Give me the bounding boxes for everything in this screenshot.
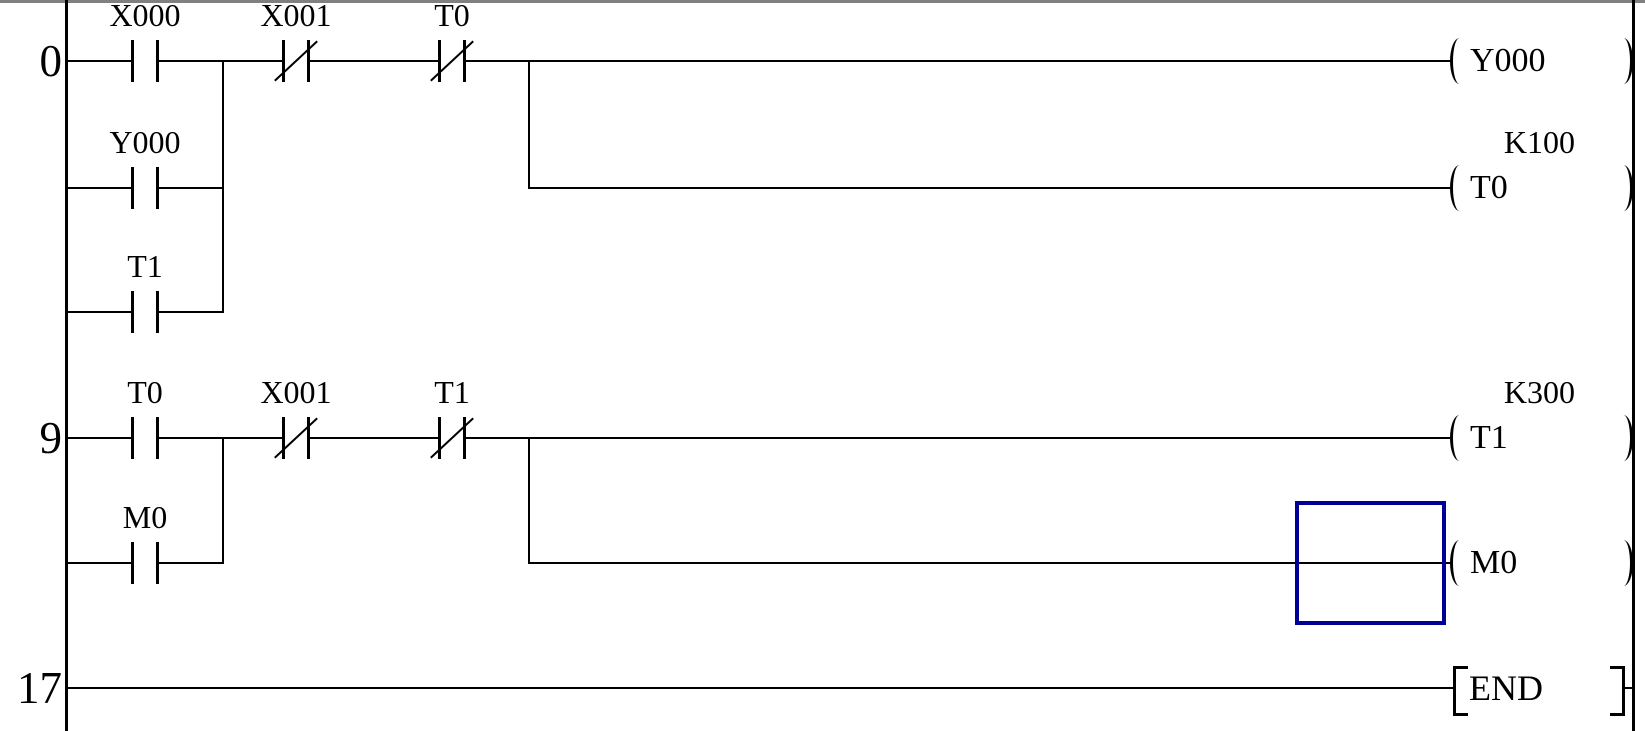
wire xyxy=(66,437,131,439)
coil-open-paren-icon xyxy=(1450,38,1469,84)
wire xyxy=(66,311,131,313)
right-power-rail xyxy=(1632,0,1635,731)
wire xyxy=(66,687,1453,689)
wire xyxy=(310,437,439,439)
selection-cursor[interactable] xyxy=(1295,501,1446,625)
step-number: 9 xyxy=(39,413,63,463)
wire xyxy=(159,437,283,439)
wire xyxy=(528,60,530,189)
contact-bar xyxy=(131,542,134,584)
contact-label: T1 xyxy=(434,374,470,410)
contact-x000[interactable]: X000 xyxy=(80,0,210,88)
coil-m0[interactable]: M0 xyxy=(1450,540,1633,586)
contact-label: X001 xyxy=(260,374,332,410)
contact-x001-2[interactable]: X001 xyxy=(231,375,361,465)
contact-bar xyxy=(307,40,310,82)
coil-label: T1 xyxy=(1470,419,1508,456)
coil-close-paren-icon xyxy=(1614,540,1633,586)
step-number: 17 xyxy=(17,663,62,713)
coil-open-paren-icon xyxy=(1450,415,1469,461)
wire xyxy=(222,437,224,564)
contact-label: T0 xyxy=(434,0,470,33)
wire xyxy=(466,60,1450,62)
coil-open-paren-icon xyxy=(1450,165,1469,211)
contact-bar xyxy=(131,40,134,82)
wire xyxy=(159,187,224,189)
step-number: 0 xyxy=(39,36,63,86)
wire xyxy=(159,562,224,564)
contact-bar xyxy=(282,40,285,82)
nc-slash-icon xyxy=(274,417,318,459)
contact-bar xyxy=(131,291,134,333)
contact-label: X001 xyxy=(260,0,332,33)
timer-preset: K100 xyxy=(1503,124,1575,160)
wire xyxy=(222,60,224,313)
coil-close-paren-icon xyxy=(1614,38,1633,84)
coil-close-paren-icon xyxy=(1614,165,1633,211)
contact-x001[interactable]: X001 xyxy=(231,0,361,88)
wire xyxy=(310,60,439,62)
timer-preset: K300 xyxy=(1503,374,1575,410)
contact-bar xyxy=(156,40,159,82)
wire xyxy=(528,437,530,564)
contact-bar xyxy=(131,167,134,209)
nc-slash-icon xyxy=(430,40,474,82)
contact-y000[interactable]: Y000 xyxy=(80,125,210,215)
contact-t1-2[interactable]: T1 xyxy=(387,375,517,465)
coil-t1[interactable]: T1 xyxy=(1450,415,1633,461)
coil-label: M0 xyxy=(1470,544,1518,581)
wire xyxy=(66,562,131,564)
nc-slash-icon xyxy=(274,40,318,82)
contact-bar xyxy=(156,167,159,209)
wire xyxy=(1625,687,1634,689)
end-instruction[interactable]: END xyxy=(1453,666,1625,716)
window-top-border xyxy=(0,0,1645,3)
contact-label: T0 xyxy=(127,374,163,410)
coil-label: T0 xyxy=(1470,169,1508,206)
close-bracket-icon xyxy=(1610,666,1625,716)
coil-y000[interactable]: Y000 xyxy=(1450,38,1633,84)
contact-m0[interactable]: M0 xyxy=(80,500,210,590)
contact-bar xyxy=(156,291,159,333)
contact-bar xyxy=(307,417,310,459)
contact-bar xyxy=(282,417,285,459)
contact-label: T1 xyxy=(127,248,163,284)
contact-bar xyxy=(438,417,441,459)
coil-t0[interactable]: T0 xyxy=(1450,165,1633,211)
wire xyxy=(159,60,283,62)
coil-label: Y000 xyxy=(1470,42,1546,79)
left-power-rail xyxy=(65,0,68,731)
wire xyxy=(66,60,131,62)
contact-label: X000 xyxy=(109,0,181,33)
wire xyxy=(66,187,131,189)
coil-open-paren-icon xyxy=(1450,540,1469,586)
contact-bar xyxy=(156,542,159,584)
contact-bar xyxy=(131,417,134,459)
contact-bar xyxy=(438,40,441,82)
wire xyxy=(528,187,1450,189)
contact-bar xyxy=(156,417,159,459)
contact-label: Y000 xyxy=(109,124,181,160)
coil-close-paren-icon xyxy=(1614,415,1633,461)
nc-slash-icon xyxy=(430,417,474,459)
end-label: END xyxy=(1469,668,1543,708)
contact-t1[interactable]: T1 xyxy=(80,249,210,339)
wire xyxy=(466,437,1450,439)
contact-bar xyxy=(463,417,466,459)
wire xyxy=(159,311,224,313)
contact-t0[interactable]: T0 xyxy=(387,0,517,88)
contact-label: M0 xyxy=(122,499,168,535)
wire xyxy=(528,562,1450,564)
contact-bar xyxy=(463,40,466,82)
open-bracket-icon xyxy=(1453,666,1468,716)
contact-t0-2[interactable]: T0 xyxy=(80,375,210,465)
